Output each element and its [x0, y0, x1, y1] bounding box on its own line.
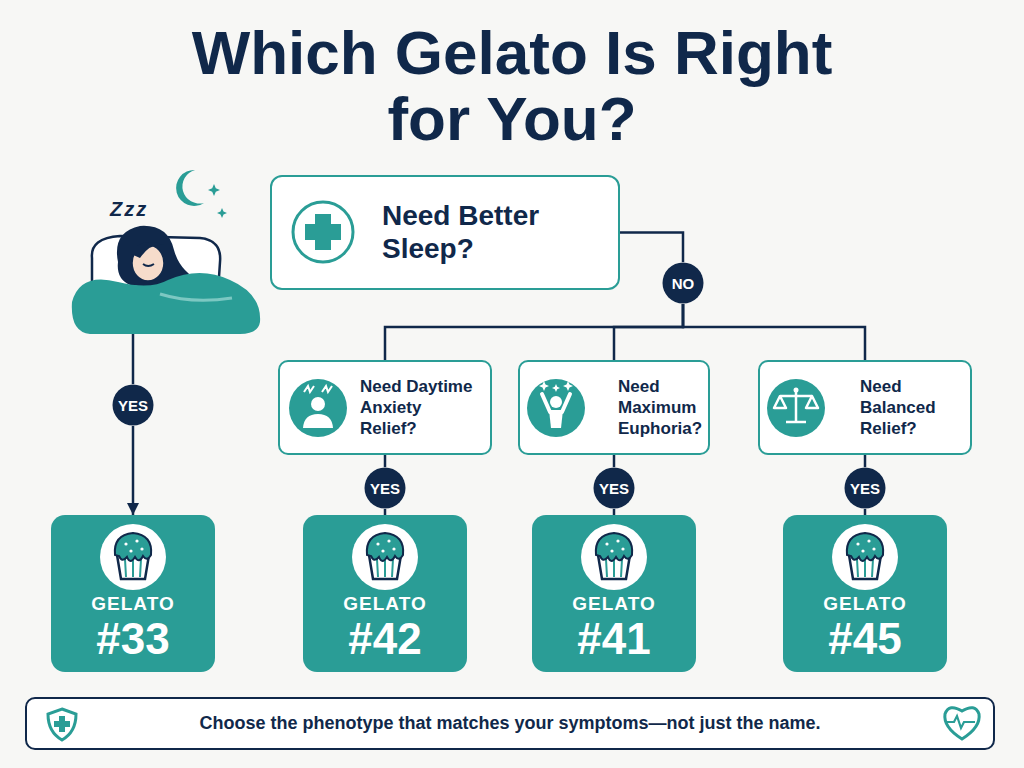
answer-circle: NO — [662, 262, 704, 304]
question-text: Need Daytime Anxiety Relief? — [360, 376, 482, 440]
decision-box: Need Balanced Relief? — [758, 360, 972, 455]
flow-connector — [613, 455, 616, 467]
result-box: GELATO#41 — [532, 515, 696, 672]
person-head — [311, 397, 325, 411]
icon-circle — [293, 202, 353, 262]
flow-connector — [385, 304, 683, 360]
flow-connector — [614, 304, 683, 360]
euphoria-icon — [527, 379, 585, 437]
flow-connector — [132, 426, 135, 515]
result-label: GELATO — [823, 593, 906, 616]
anxiety-icon — [289, 379, 347, 437]
answer-text: YES — [370, 480, 400, 497]
person-head — [550, 396, 562, 408]
cross-symbol — [305, 214, 341, 250]
result-label: GELATO — [343, 593, 426, 616]
stress-lines — [304, 386, 332, 392]
circle-shape — [663, 263, 704, 304]
icon-circle — [767, 379, 825, 437]
scales-symbol — [774, 391, 818, 422]
gelato-icon — [352, 524, 418, 590]
icon-circle — [527, 379, 585, 437]
closed-eye — [143, 264, 154, 266]
decision-box: Need Maximum Euphoria? — [518, 360, 710, 455]
answer-text: NO — [672, 275, 695, 292]
diagram-title: Which Gelato Is Right for You? — [182, 20, 842, 152]
flow-connector — [864, 455, 867, 467]
flow-connector — [384, 455, 387, 467]
person-body — [303, 414, 333, 428]
result-number: #45 — [828, 616, 901, 662]
result-label: GELATO — [91, 593, 174, 616]
hair-fringe — [131, 242, 164, 258]
gelato-icon — [581, 524, 647, 590]
circle-shape — [594, 468, 635, 509]
flow-connector — [683, 304, 865, 360]
result-label: GELATO — [572, 593, 655, 616]
answer-circle: YES — [364, 467, 406, 509]
star-symbol — [217, 208, 227, 218]
sparkle-symbol — [539, 381, 573, 392]
sleep-illustration — [72, 170, 260, 334]
question-text: Need Better Sleep? — [382, 200, 606, 264]
result-number: #41 — [577, 616, 650, 662]
circle-shape — [845, 468, 886, 509]
scales-knob — [794, 388, 799, 393]
circle-shape — [365, 468, 406, 509]
blanket — [72, 273, 260, 334]
answer-circle: YES — [112, 384, 154, 426]
diagram-caption: Choose the phenotype that matches your s… — [25, 697, 995, 750]
result-number: #33 — [96, 616, 169, 662]
result-box: GELATO#45 — [783, 515, 947, 672]
leader-line — [132, 334, 135, 384]
answer-text: YES — [118, 397, 148, 414]
decision-box: Need Daytime Anxiety Relief? — [278, 360, 492, 455]
decision-box: Need Better Sleep? — [270, 175, 620, 290]
blanket-fold — [160, 294, 232, 300]
answer-circle: YES — [844, 467, 886, 509]
star-symbol — [208, 184, 220, 196]
balance-icon — [767, 379, 825, 437]
question-text: Need Maximum Euphoria? — [618, 376, 700, 440]
medical-cross-icon — [293, 202, 353, 262]
icon-circle — [289, 379, 347, 437]
answer-circle: YES — [593, 467, 635, 509]
result-box: GELATO#33 — [51, 515, 215, 672]
answer-text: YES — [599, 480, 629, 497]
person-body — [549, 410, 563, 428]
result-box: GELATO#42 — [303, 515, 467, 672]
illustration-label: Zzz — [110, 198, 148, 221]
gelato-icon — [832, 524, 898, 590]
circle-shape — [113, 385, 154, 426]
raised-arms — [542, 394, 570, 412]
result-number: #42 — [348, 616, 421, 662]
flow-connector — [620, 233, 683, 263]
question-text: Need Balanced Relief? — [860, 376, 962, 440]
answer-text: YES — [850, 480, 880, 497]
moon-symbol — [176, 170, 204, 206]
gelato-icon — [100, 524, 166, 590]
